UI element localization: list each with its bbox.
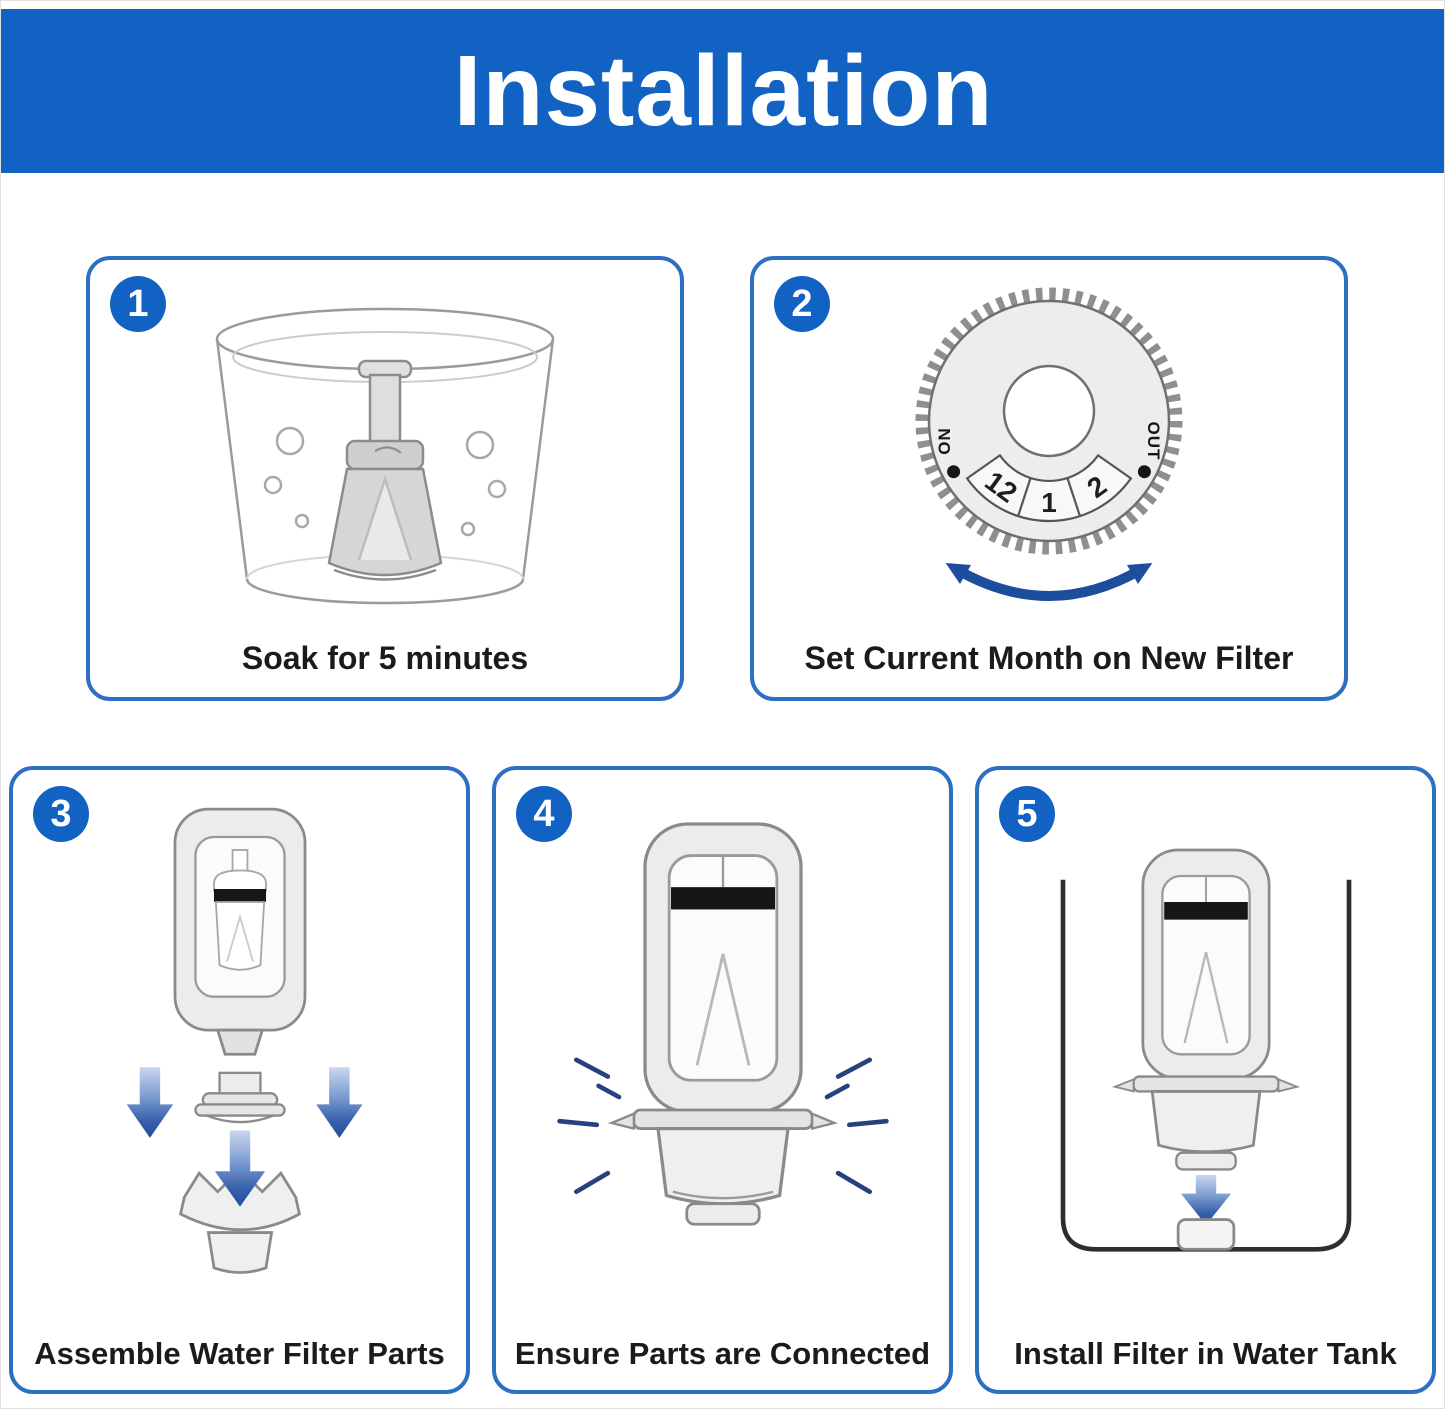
water-cup [215, 307, 555, 604]
step-4-illustration-area [496, 770, 949, 1336]
step-4-caption: Ensure Parts are Connected [514, 1336, 931, 1371]
top-row: 1 [86, 256, 1348, 701]
step-1-caption: Soak for 5 minutes [241, 640, 529, 676]
filter-seat [1176, 1218, 1235, 1251]
down-arrow-left-icon [126, 1067, 173, 1138]
insert-down-arrow-icon [1180, 1175, 1231, 1226]
step-1-panel: 1 [86, 256, 684, 701]
month-dial-illustration: 12 1 2 ON OUT [915, 287, 1183, 601]
step-1-badge: 1 [110, 276, 166, 332]
step-3-badge: 3 [33, 786, 89, 842]
step-2-panel: 2 [750, 256, 1348, 701]
assembled-filter-small [1111, 848, 1300, 1171]
bubbles [263, 426, 507, 536]
page-title: Installation [453, 34, 994, 147]
step-5-badge: 5 [999, 786, 1055, 842]
assemble-parts-illustration [126, 807, 363, 1274]
filter-collar-part [193, 1071, 286, 1124]
filter-head-part [173, 807, 306, 1056]
step-2-badge: 2 [774, 276, 830, 332]
step-5-illustration-area [979, 770, 1432, 1336]
down-arrow-center-icon [214, 1130, 265, 1207]
month-window: 12 1 2 [965, 453, 1133, 523]
step-3-illustration-area [13, 770, 466, 1336]
bottom-row: 3 [9, 766, 1436, 1394]
step-2-caption: Set Current Month on New Filter [804, 640, 1294, 676]
connected-filter-illustration [556, 822, 889, 1226]
out-label: OUT [1144, 422, 1163, 461]
dial-markers: ON OUT [935, 422, 1163, 479]
soak-illustration [215, 307, 555, 604]
snap-emphasis-lines [556, 1057, 889, 1195]
install-in-tank-illustration [1060, 848, 1351, 1252]
filter-cartridge [327, 359, 443, 581]
step-2-illustration-area: 12 1 2 ON OUT [754, 260, 1344, 640]
step-3-panel: 3 [9, 766, 470, 1394]
step-3-caption: Assemble Water Filter Parts [34, 1336, 445, 1371]
month-number-1: 1 [1041, 487, 1057, 518]
step-1-illustration-area [90, 260, 680, 640]
down-arrow-right-icon [315, 1067, 363, 1138]
header-banner: Installation [1, 9, 1444, 173]
rotate-arrow-icon [945, 562, 1153, 601]
on-label: ON [935, 427, 954, 455]
on-dot [947, 465, 961, 479]
step-5-caption: Install Filter in Water Tank [1014, 1336, 1397, 1371]
dial-center-hole [1002, 364, 1096, 458]
step-4-panel: 4 [492, 766, 953, 1394]
out-dot [1137, 465, 1151, 479]
step-4-badge: 4 [516, 786, 572, 842]
step-5-panel: 5 [975, 766, 1436, 1394]
assembled-filter [607, 822, 838, 1226]
